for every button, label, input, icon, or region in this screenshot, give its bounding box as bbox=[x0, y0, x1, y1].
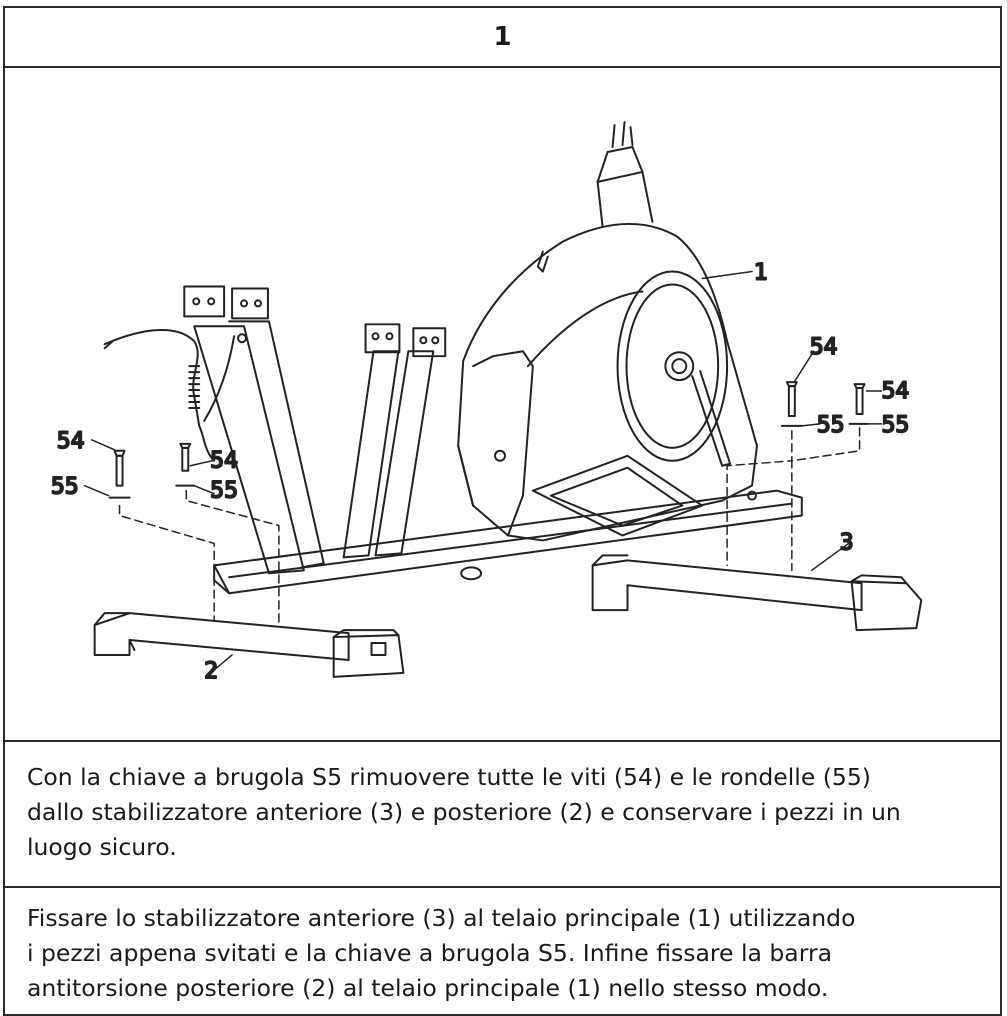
assembly-diagram: 1 2 3 54 55 54 55 54 55 54 55 bbox=[5, 66, 1000, 742]
instruction-line: Fissare lo stabilizzatore anteriore (3) … bbox=[27, 904, 856, 932]
rear-stabilizer bbox=[93, 612, 405, 678]
label-screw-right-outer: 54 bbox=[881, 379, 909, 404]
instruction-line: Con la chiave a brugola S5 rimuovere tut… bbox=[27, 763, 871, 791]
seat-upright-tubes bbox=[342, 323, 447, 559]
label-screw-right-inner: 54 bbox=[810, 335, 838, 360]
label-part-2: 2 bbox=[204, 659, 218, 684]
label-washer-left-inner: 55 bbox=[210, 479, 238, 504]
label-part-1: 1 bbox=[754, 260, 768, 285]
sensor-cable bbox=[103, 329, 236, 462]
instruction-line: i pezzi appena svitati e la chiave a bru… bbox=[27, 939, 833, 967]
label-washer-right-outer: 55 bbox=[881, 413, 909, 438]
label-screw-left-outer: 54 bbox=[57, 429, 85, 454]
main-frame-beam bbox=[213, 489, 803, 595]
flywheel-housing bbox=[457, 121, 758, 542]
label-part-3: 3 bbox=[840, 530, 854, 555]
hardware-bolts bbox=[108, 381, 869, 499]
instruction-line: luogo sicuro. bbox=[27, 833, 177, 861]
instruction-remove-hardware: Con la chiave a brugola S5 rimuovere tut… bbox=[5, 760, 1000, 888]
label-washer-left-outer: 55 bbox=[51, 475, 79, 500]
front-stabilizer bbox=[591, 554, 923, 632]
step-number: 1 bbox=[5, 8, 1000, 68]
label-washer-right-inner: 55 bbox=[817, 413, 845, 438]
instruction-attach-stabilizers: Fissare lo stabilizzatore anteriore (3) … bbox=[5, 901, 1000, 1016]
rear-upright-tubes bbox=[183, 285, 325, 575]
instruction-sheet: 1 bbox=[3, 6, 1002, 1016]
leader-lines bbox=[83, 270, 883, 671]
instruction-line: dallo stabilizzatore anteriore (3) e pos… bbox=[27, 798, 901, 826]
alignment-guides bbox=[118, 427, 861, 626]
instruction-line: antitorsione posteriore (2) al telaio pr… bbox=[27, 974, 829, 1002]
label-screw-left-inner: 54 bbox=[210, 449, 238, 474]
